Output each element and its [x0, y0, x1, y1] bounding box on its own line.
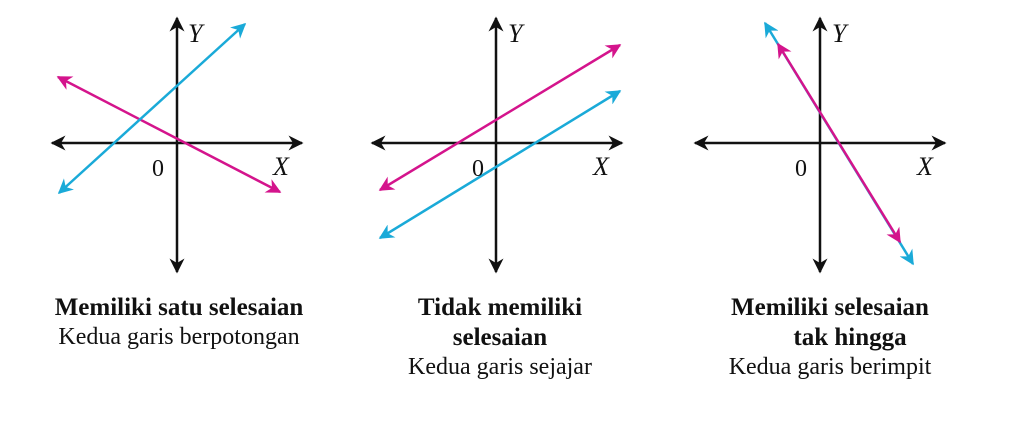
graph-coincident: Y X 0	[693, 16, 947, 274]
origin-label: 0	[152, 156, 164, 182]
cyan-line	[378, 89, 622, 240]
x-axis-label: X	[272, 152, 290, 181]
magenta-line	[776, 42, 902, 244]
caption-title-line-2: selesaian	[452, 324, 548, 351]
caption-title: Memiliki satu selesaian	[54, 294, 304, 321]
caption-intersecting: Memiliki satu selesaian Kedua garis berp…	[14, 293, 344, 352]
magenta-line	[378, 43, 622, 192]
caption-subtitle: Kedua garis sejajar	[408, 354, 592, 380]
y-axis-label: Y	[188, 19, 205, 48]
origin-label: 0	[472, 156, 484, 182]
caption-parallel: Tidak memiliki selesaian Kedua garis sej…	[360, 293, 640, 382]
x-axis-label: X	[592, 152, 610, 181]
caption-title-line-1: Tidak memiliki	[417, 294, 583, 321]
caption-subtitle: Kedua garis berpotongan	[58, 324, 300, 350]
graph-parallel: Y X 0	[370, 16, 624, 274]
x-axis-label: X	[916, 152, 934, 181]
caption-title-line-2: tak hingga	[793, 324, 907, 351]
graphs-canvas: Y X 0 Y X 0 Y X 0	[50, 16, 947, 274]
caption-title-line-1: Memiliki selesaian	[731, 294, 929, 321]
caption-coincident: Memiliki selesaian tak hingga Kedua gari…	[680, 293, 980, 382]
caption-subtitle: Kedua garis berimpit	[728, 354, 932, 380]
cyan-line	[57, 22, 247, 195]
y-axis-label: Y	[508, 19, 525, 48]
origin-label: 0	[795, 156, 807, 182]
y-axis-label: Y	[832, 19, 849, 48]
graph-intersecting: Y X 0	[50, 16, 304, 274]
